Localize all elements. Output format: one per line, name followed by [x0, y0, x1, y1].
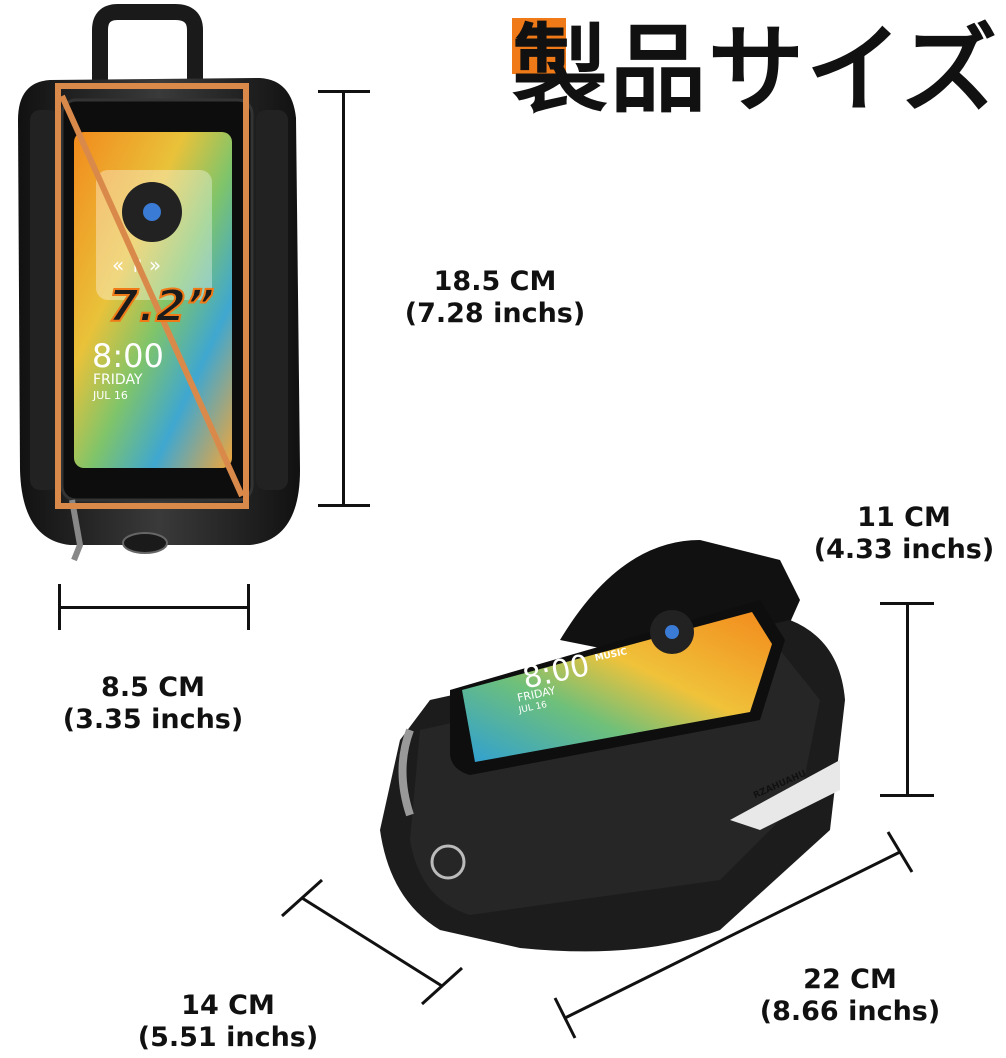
- depth-measure-cap-right: [420, 966, 464, 1006]
- page-title: 製品サイズ: [512, 18, 997, 118]
- phone-day: FRIDAY: [93, 372, 143, 388]
- height-inch: (7.28 inchs): [404, 298, 586, 329]
- screen-size-label: 7.2”: [107, 281, 215, 333]
- side-height-measure-cap-top: [880, 602, 934, 605]
- height-measure-line: [342, 90, 345, 506]
- width-measure-cap-right: [247, 584, 250, 630]
- length-cm: 22 CM: [803, 964, 897, 995]
- side-height-cm: 11 CM: [857, 502, 951, 533]
- height-measure-cap-top: [318, 90, 370, 93]
- screen-size-box: [55, 83, 249, 509]
- length-measure-line: [564, 850, 901, 1020]
- side-height-dimension: 11 CM (4.33 inchs): [806, 502, 1002, 566]
- angle-view-bag: [380, 540, 845, 952]
- width-measure-line: [58, 606, 250, 609]
- title-accent-block: [512, 18, 566, 74]
- height-dimension: 18.5 CM (7.28 inchs): [390, 266, 600, 330]
- width-cm: 8.5 CM: [101, 672, 205, 703]
- width-dimension: 8.5 CM (3.35 inchs): [48, 672, 258, 736]
- depth-dimension: 14 CM (5.51 inchs): [130, 990, 326, 1054]
- side-height-measure-cap-bottom: [880, 794, 934, 797]
- depth-measure-line: [301, 896, 443, 988]
- height-cm: 18.5 CM: [433, 266, 557, 297]
- screen-diagonal-line: [59, 94, 245, 498]
- side-height-inch: (4.33 inchs): [813, 534, 995, 565]
- length-inch: (8.66 inchs): [759, 996, 941, 1027]
- title-text: 製品サイズ: [512, 14, 1000, 126]
- side-height-measure-line: [906, 602, 909, 796]
- depth-cm: 14 CM: [181, 990, 275, 1021]
- width-inch: (3.35 inchs): [62, 704, 244, 735]
- phone-time: 8:00: [92, 337, 164, 375]
- phone-date: JUL 16: [93, 389, 128, 402]
- length-dimension: 22 CM (8.66 inchs): [752, 964, 948, 1028]
- depth-measure-cap-left: [280, 878, 324, 918]
- width-measure-cap-left: [58, 584, 61, 630]
- length-measure-cap-left: [553, 997, 577, 1039]
- height-measure-cap-bottom: [318, 504, 370, 507]
- length-measure-cap-right: [886, 831, 914, 873]
- depth-inch: (5.51 inchs): [137, 1022, 319, 1053]
